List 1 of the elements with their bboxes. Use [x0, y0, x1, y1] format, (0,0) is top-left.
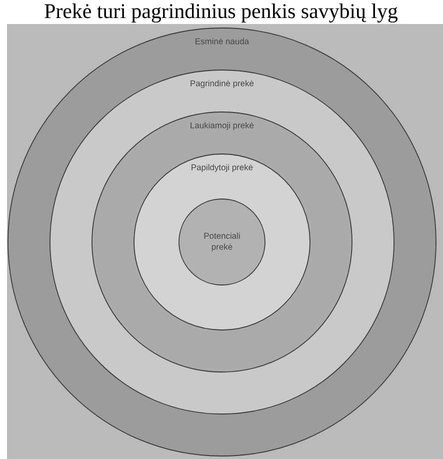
page-text: Prekė turi pagrindinius penkis savybių lyg — [43, 2, 399, 24]
